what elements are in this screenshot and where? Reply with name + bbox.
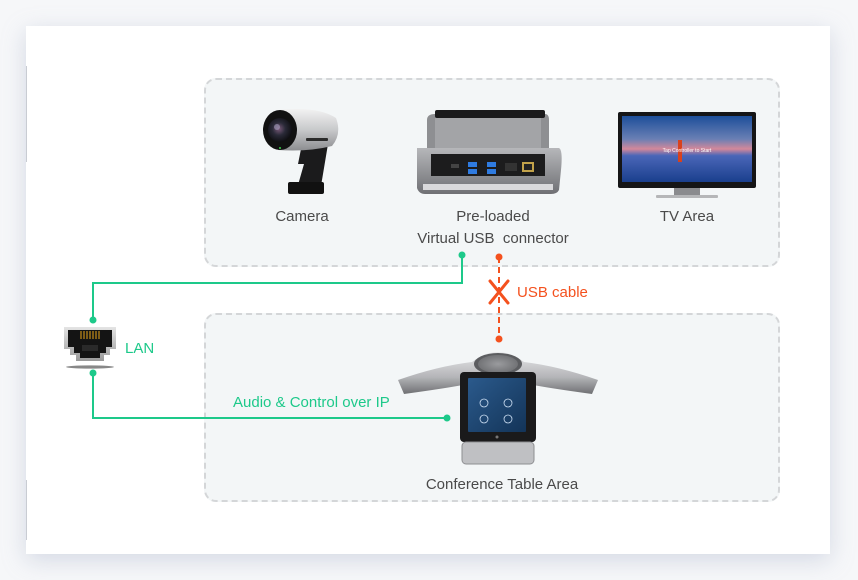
lan-bottom-dot (89, 369, 97, 377)
camera-label: Camera (275, 208, 329, 225)
usb-bottom-dot (495, 335, 503, 343)
conference-phone-icon (398, 352, 598, 465)
usb-cable-label: USB cable (517, 284, 588, 301)
connector-label-line1: Pre-loaded (456, 208, 530, 225)
ethernet-port-icon (64, 327, 116, 369)
tv-screen-text: Tap Controller to Start (663, 148, 712, 154)
card-border-accent (26, 66, 27, 162)
audio-control-label: Audio & Control over IP (233, 394, 390, 411)
connector-label-line2: Virtual USB connector (417, 230, 569, 247)
lan-label: LAN (125, 340, 155, 357)
tv-label: TV Area (659, 208, 715, 225)
lan-top-dot (89, 316, 97, 324)
usb-top-dot (495, 253, 503, 261)
card-border-accent (26, 480, 27, 540)
connector-network-dot (458, 251, 466, 259)
conference-table-label: Conference Table Area (425, 476, 579, 493)
network-link-connector (92, 255, 463, 320)
monitor-icon: Tap Controller to Start (618, 112, 756, 198)
x-mark-icon (488, 279, 510, 305)
usb-dock-icon (417, 110, 562, 194)
phone-network-dot (443, 414, 451, 422)
usb-camera-icon (263, 109, 339, 194)
network-link-phone (92, 373, 447, 419)
